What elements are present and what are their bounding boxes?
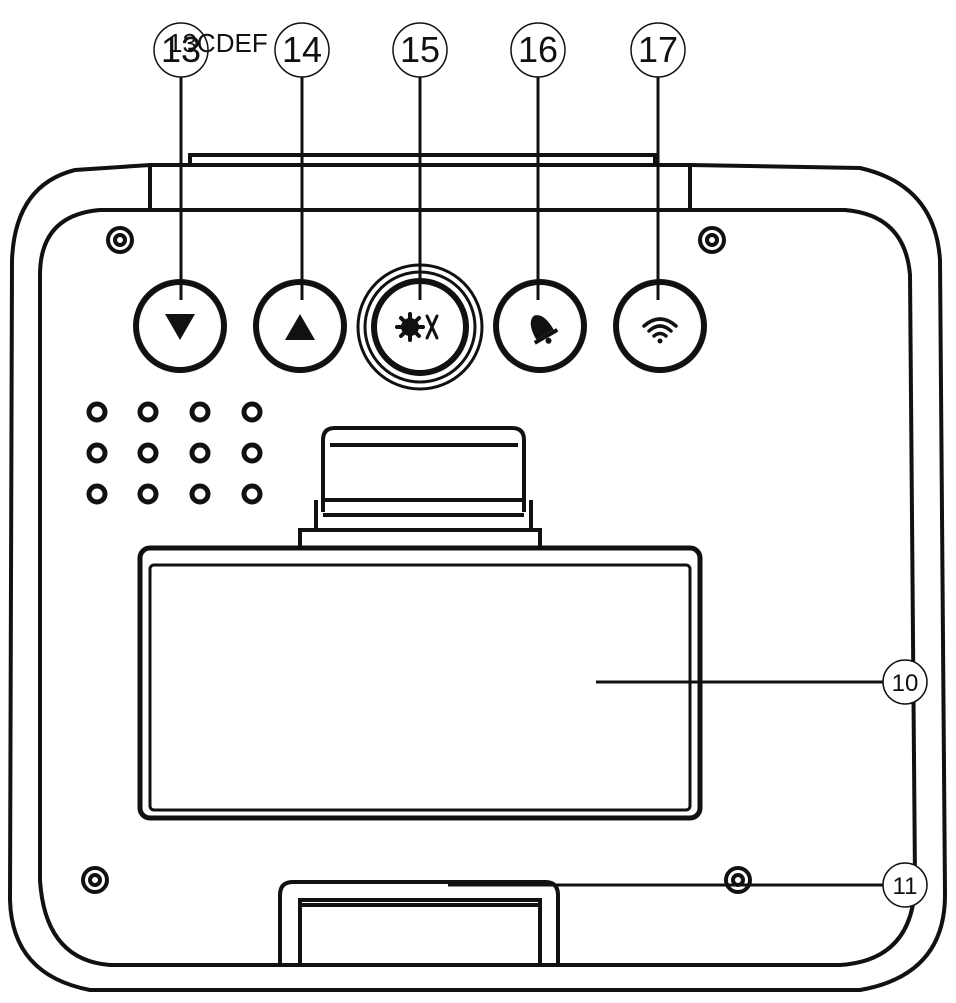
alarm-button[interactable] bbox=[493, 279, 587, 373]
callout-circles bbox=[153, 22, 928, 908]
callout-circle-11 bbox=[882, 862, 928, 908]
callout-11-label: 11 bbox=[893, 873, 918, 900]
top-overlap-label: 13CDEF bbox=[168, 28, 268, 58]
inner-shell bbox=[38, 208, 918, 967]
screw-top-left bbox=[106, 226, 134, 254]
screws bbox=[81, 226, 752, 894]
triangle-down-icon bbox=[165, 314, 195, 340]
triangle-up-icon bbox=[285, 314, 315, 340]
callout-labels: 13 14 15 16 17 10 11 bbox=[161, 29, 918, 900]
callout-circle-16 bbox=[510, 22, 566, 78]
speaker-grille bbox=[86, 401, 263, 505]
leader-lines bbox=[179, 75, 890, 887]
settings-button[interactable] bbox=[356, 263, 484, 391]
button-row bbox=[133, 263, 707, 391]
callout-17-label: 17 bbox=[638, 29, 678, 70]
callout-15-label: 15 bbox=[400, 29, 440, 70]
callout-circle-14 bbox=[274, 22, 330, 78]
callout-14-label: 14 bbox=[282, 29, 322, 70]
device-housing bbox=[7, 153, 948, 992]
callout-10-label: 10 bbox=[892, 670, 919, 697]
callout-circle-15 bbox=[392, 22, 448, 78]
screw-top-right bbox=[698, 226, 726, 254]
top-clip bbox=[298, 426, 542, 550]
bell-icon bbox=[530, 315, 559, 345]
screw-bottom-right bbox=[724, 866, 752, 894]
top-strap bbox=[188, 153, 657, 167]
callout-circle-10 bbox=[882, 659, 928, 705]
up-button[interactable] bbox=[253, 279, 347, 373]
callout-16-label: 16 bbox=[518, 29, 558, 70]
callout-13-label: 13 bbox=[161, 29, 201, 70]
callout-circle-17 bbox=[630, 22, 686, 78]
screw-bottom-left bbox=[81, 866, 109, 894]
callout-circle-13 bbox=[153, 22, 209, 78]
gear-wrench-icon bbox=[395, 312, 439, 342]
wifi-icon bbox=[642, 317, 678, 344]
outer-shell bbox=[7, 163, 948, 992]
wifi-button[interactable] bbox=[613, 279, 707, 373]
bottom-notch bbox=[278, 880, 560, 965]
